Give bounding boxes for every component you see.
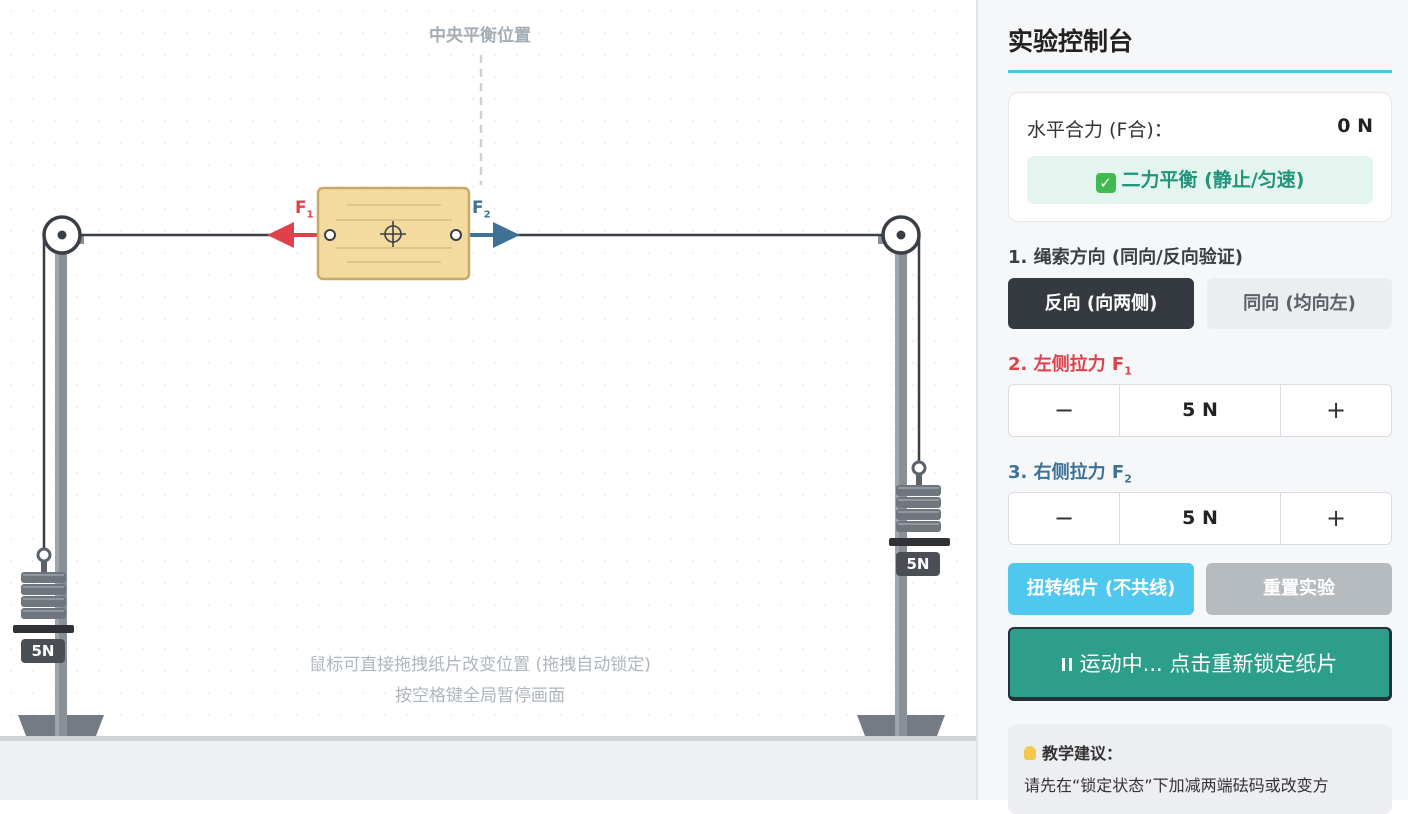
- right-force-stepper: − 5 N +: [1008, 492, 1392, 545]
- direction-same-button[interactable]: 同向 (均向左): [1207, 278, 1392, 329]
- net-force-card: 水平合力 (F合)： 0 N ✓二力平衡 (静止/匀速): [1008, 92, 1392, 222]
- f2-subscript: 2: [483, 209, 491, 221]
- left-force-value: 5 N: [1119, 385, 1281, 436]
- control-panel: 实验控制台 水平合力 (F合)： 0 N ✓二力平衡 (静止/匀速) 1. 绳索…: [976, 0, 1408, 814]
- right-weight-stack: [889, 460, 950, 546]
- right-force-decrease-button[interactable]: −: [1053, 504, 1075, 532]
- left-force-title-text: 2. 左侧拉力 F: [1008, 354, 1125, 375]
- center-balance-label: 中央平衡位置: [429, 26, 531, 46]
- relock-card-button[interactable]: 运动中... 点击重新锁定纸片: [1008, 627, 1392, 701]
- lightbulb-icon: [1024, 746, 1036, 760]
- left-force-section-title: 2. 左侧拉力 F1: [1008, 350, 1132, 378]
- teaching-tip-card: 教学建议： 请先在“锁定状态”下加减两端砝码或改变方: [1008, 724, 1392, 814]
- balance-status-badge: ✓二力平衡 (静止/匀速): [1027, 156, 1373, 204]
- left-weight-stack: [13, 547, 74, 633]
- title-divider: [1008, 70, 1392, 73]
- right-force-increase-button[interactable]: +: [1325, 504, 1347, 532]
- crosshair-icon: [380, 221, 406, 247]
- right-weight-tag: 5N: [896, 552, 940, 576]
- left-force-increase-button[interactable]: +: [1325, 396, 1347, 424]
- f1-force-label: F1: [295, 198, 314, 220]
- left-force-decrease-button[interactable]: −: [1053, 396, 1075, 424]
- pause-hint: 按空格键全局暂停画面: [395, 686, 565, 706]
- net-force-label: 水平合力 (F合)：: [1027, 119, 1173, 141]
- f1-letter: F: [295, 198, 307, 218]
- apparatus-drawing: [0, 55, 976, 800]
- drag-hint: 鼠标可直接拖拽纸片改变位置 (拖拽自动锁定): [309, 655, 651, 675]
- reset-experiment-button[interactable]: 重置实验: [1206, 563, 1392, 615]
- paper-card[interactable]: [316, 186, 471, 281]
- left-hole: [324, 229, 336, 241]
- f1-subscript: 1: [306, 209, 314, 221]
- twist-card-button[interactable]: 扭转纸片 (不共线): [1008, 563, 1194, 615]
- check-icon: ✓: [1095, 173, 1116, 193]
- right-force-title-sub: 2: [1124, 472, 1132, 486]
- floor: [0, 736, 976, 800]
- tip-text: 请先在“锁定状态”下加减两端砝码或改变方: [1024, 776, 1329, 795]
- tip-title-text: 教学建议：: [1042, 744, 1123, 763]
- direction-reverse-button[interactable]: 反向 (向两侧): [1008, 278, 1194, 329]
- right-force-title-text: 3. 右侧拉力 F: [1008, 462, 1125, 483]
- right-pulley: [881, 215, 921, 255]
- left-force-stepper: − 5 N +: [1008, 384, 1392, 437]
- pause-icon: [1061, 658, 1072, 671]
- direction-section-title: 1. 绳索方向 (同向/反向验证): [1008, 247, 1243, 268]
- tip-title: 教学建议：: [1024, 740, 1122, 764]
- left-force-title-sub: 1: [1124, 364, 1132, 378]
- f2-force-label: F2: [472, 198, 491, 220]
- experiment-stage: 中央平衡位置 F1 F2 5N 5N 鼠标可直接拖拽纸片改变位置 (拖拽自动锁定…: [0, 0, 976, 800]
- panel-title: 实验控制台: [1008, 27, 1134, 56]
- net-force-value: 0 N: [1337, 115, 1373, 137]
- right-force-value: 5 N: [1119, 493, 1281, 544]
- left-weight-tag: 5N: [21, 639, 65, 663]
- right-force-section-title: 3. 右侧拉力 F2: [1008, 458, 1132, 486]
- balance-status-text: 二力平衡 (静止/匀速): [1121, 169, 1305, 191]
- right-hole: [450, 229, 462, 241]
- f2-letter: F: [472, 198, 484, 218]
- left-pulley: [42, 215, 82, 255]
- floor-edge: [0, 736, 976, 741]
- relock-button-label: 运动中... 点击重新锁定纸片: [1079, 652, 1338, 676]
